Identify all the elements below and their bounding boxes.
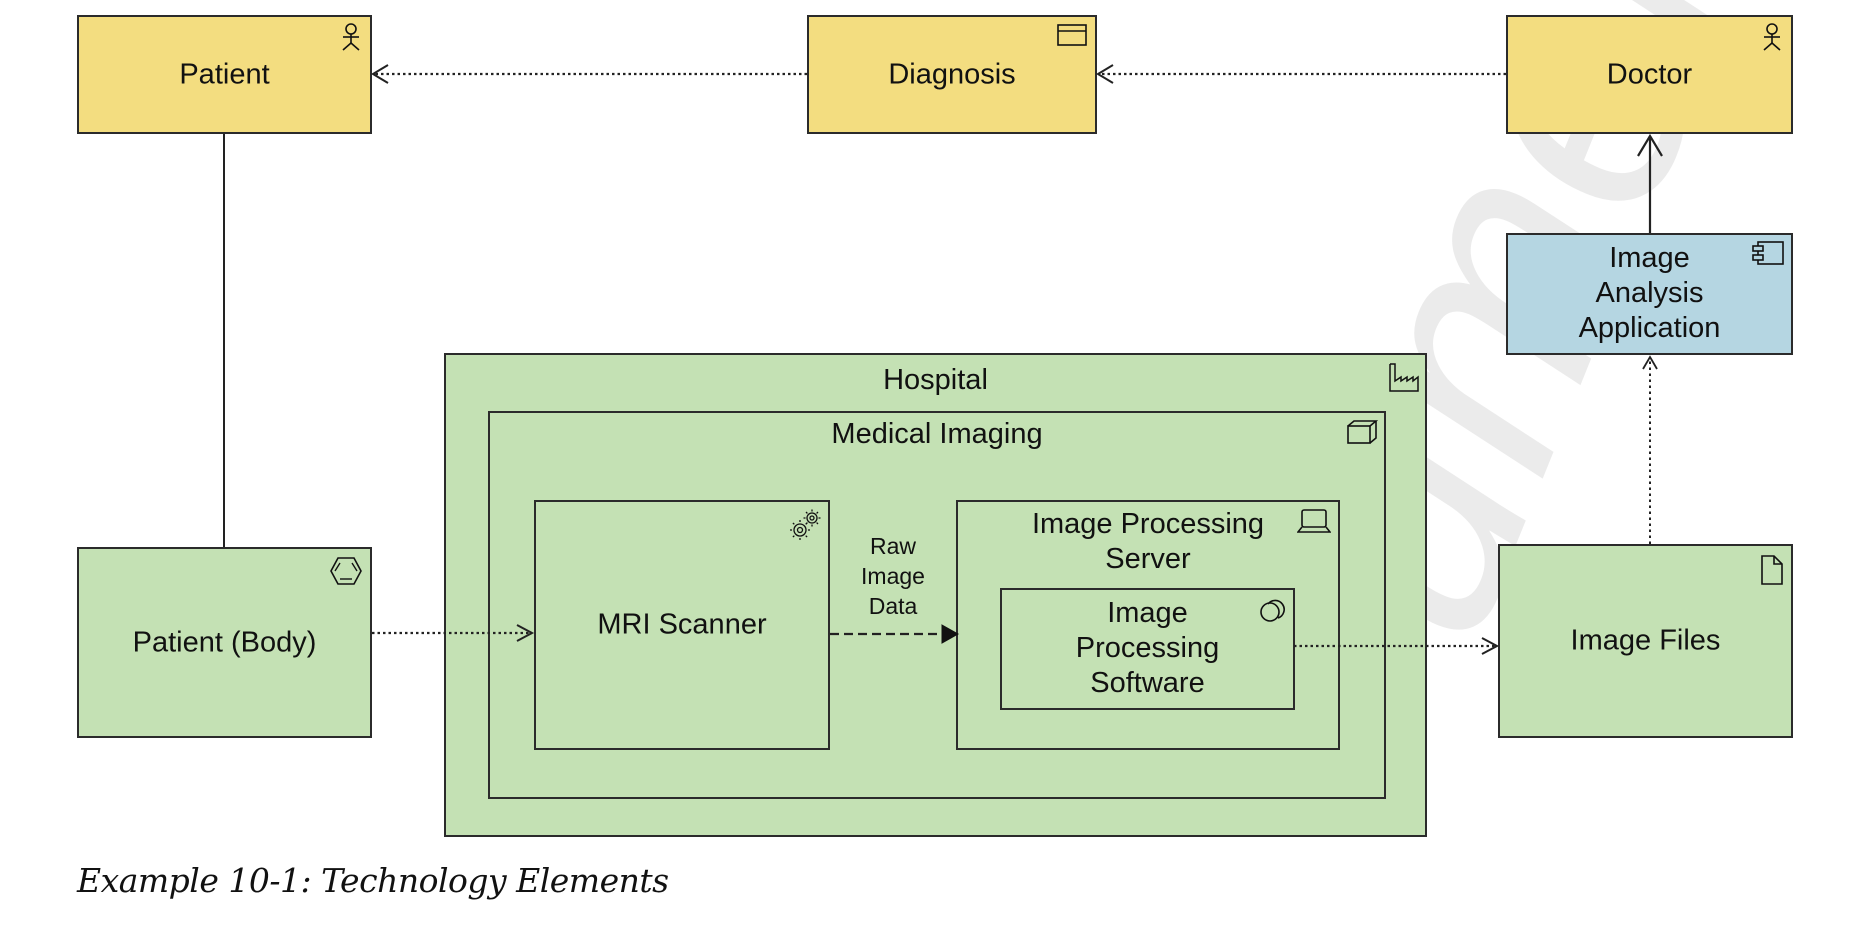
node-image-analysis-application-line3: Application bbox=[1578, 312, 1721, 344]
document-icon bbox=[1761, 555, 1783, 585]
edge-label-raw-image-data: Raw Image Data bbox=[852, 531, 934, 621]
group-medical-imaging[interactable]: Medical Imaging MRI Scanner Imag bbox=[488, 411, 1386, 799]
node-mri-scanner-label: MRI Scanner bbox=[597, 608, 767, 641]
factory-icon bbox=[1389, 363, 1419, 392]
edge-image-files-to-application[interactable] bbox=[1642, 355, 1658, 544]
edge-label-line2: Image bbox=[861, 563, 925, 589]
node-image-analysis-application-line2: Analysis bbox=[1595, 277, 1704, 309]
node-image-processing-software-line1: Image bbox=[1107, 597, 1188, 629]
edge-application-to-doctor[interactable] bbox=[1637, 133, 1663, 233]
figure-caption: Example 10-1: Technology Elements bbox=[77, 861, 669, 900]
actor-icon bbox=[1763, 23, 1781, 51]
node-image-processing-server-line2: Server bbox=[1105, 543, 1191, 575]
node-image-processing-software[interactable]: Image Processing Software bbox=[1000, 588, 1295, 710]
node-image-analysis-application[interactable]: Image Analysis Application bbox=[1506, 233, 1793, 355]
node-image-processing-server-line1: Image Processing bbox=[1031, 508, 1265, 540]
group-medical-imaging-label: Medical Imaging bbox=[831, 418, 1043, 450]
business-object-icon bbox=[1057, 24, 1087, 46]
node-image-files-label: Image Files bbox=[1570, 624, 1721, 657]
node-doctor-label: Doctor bbox=[1606, 58, 1693, 90]
edge-label-line1: Raw bbox=[869, 533, 916, 559]
actor-icon bbox=[342, 23, 360, 51]
node-cube-icon bbox=[1347, 420, 1378, 444]
node-mri-scanner[interactable]: MRI Scanner bbox=[534, 500, 830, 750]
node-image-files[interactable]: Image Files bbox=[1498, 544, 1793, 738]
node-diagnosis[interactable]: Diagnosis bbox=[807, 15, 1097, 134]
system-software-icon bbox=[1260, 599, 1285, 622]
edge-label-line3: Data bbox=[868, 593, 918, 619]
component-icon bbox=[1752, 241, 1784, 265]
node-patient-body-label: Patient (Body) bbox=[132, 626, 317, 658]
group-hospital-label: Hospital bbox=[883, 364, 988, 396]
node-doctor[interactable]: Doctor bbox=[1506, 15, 1793, 134]
node-patient-body[interactable]: Patient (Body) bbox=[77, 547, 372, 738]
gears-icon bbox=[790, 509, 821, 540]
material-icon bbox=[330, 557, 362, 585]
laptop-icon bbox=[1297, 509, 1331, 533]
node-image-processing-software-line3: Software bbox=[1090, 667, 1205, 699]
node-image-analysis-application-line1: Image bbox=[1609, 242, 1690, 274]
edge-doctor-to-diagnosis[interactable] bbox=[1096, 64, 1506, 84]
group-hospital[interactable]: Hospital Medical Imaging MRI Scanner bbox=[444, 353, 1427, 837]
node-image-processing-server[interactable]: Image Processing Server Image Processing… bbox=[956, 500, 1340, 750]
node-patient[interactable]: Patient bbox=[77, 15, 372, 134]
edge-diagnosis-to-patient[interactable] bbox=[371, 64, 807, 84]
node-patient-label: Patient bbox=[179, 58, 270, 90]
node-diagnosis-label: Diagnosis bbox=[888, 58, 1016, 90]
node-image-processing-software-line2: Processing bbox=[1075, 632, 1220, 664]
